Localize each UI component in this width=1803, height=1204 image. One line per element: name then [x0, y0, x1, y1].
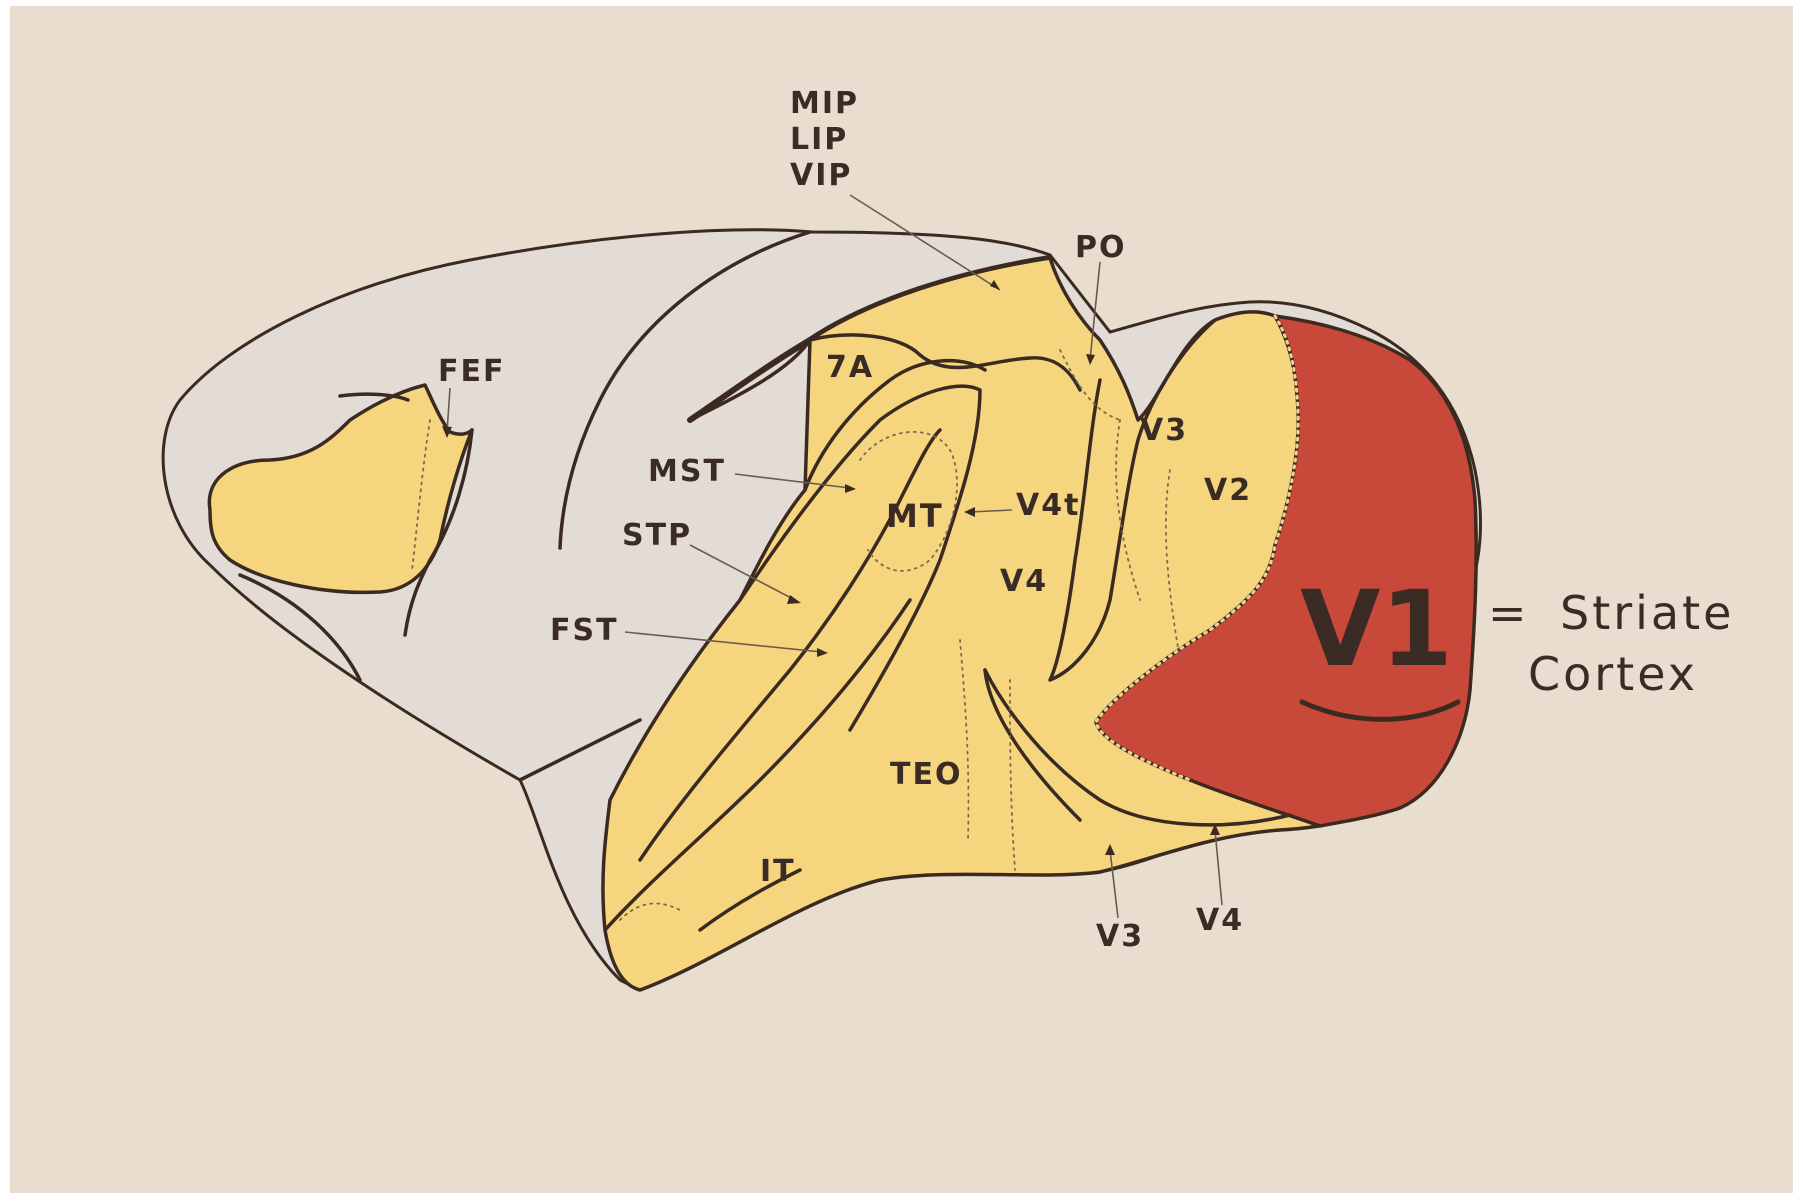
legend-equals: = — [1488, 586, 1527, 640]
label-v2: V2 — [1204, 473, 1252, 508]
label-po: PO — [1075, 230, 1127, 265]
label-teo: TEO — [890, 757, 962, 792]
label-lip: LIP — [790, 122, 848, 157]
label-fst: FST — [550, 613, 619, 648]
label-v4-upper: V4 — [1000, 564, 1048, 599]
label-v4-lower: V4 — [1196, 903, 1244, 938]
label-mt: MT — [886, 497, 944, 535]
label-vip: VIP — [790, 158, 852, 193]
label-fef: FEF — [438, 354, 505, 389]
label-v1: V1 — [1300, 568, 1453, 690]
label-v4t: V4t — [1016, 488, 1080, 523]
label-7a: 7A — [826, 350, 874, 385]
label-mst: MST — [648, 454, 726, 489]
label-mip: MIP — [790, 86, 859, 121]
label-v3-lower: V3 — [1096, 919, 1144, 954]
legend-cortex: Cortex — [1528, 647, 1698, 701]
legend-striate: Striate — [1560, 586, 1734, 640]
label-stp: STP — [622, 518, 692, 553]
label-v3-upper: V3 — [1140, 413, 1188, 448]
label-it: IT — [760, 854, 796, 889]
